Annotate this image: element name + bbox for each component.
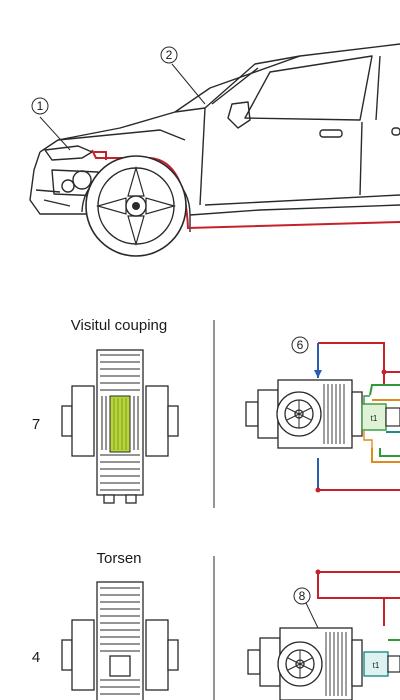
torsen-differential-drawing xyxy=(61,581,179,700)
callout-2-label: 2 xyxy=(166,48,173,62)
bottom-valve-label: t1 xyxy=(373,661,380,670)
car-side-view xyxy=(29,43,400,232)
callout-6-label: 6 xyxy=(297,338,304,352)
callout-8-label: 8 xyxy=(299,589,306,603)
top-side-number: 7 xyxy=(32,416,40,433)
front-wheel xyxy=(85,155,187,257)
viscous-coupling-drawing xyxy=(61,349,179,504)
top-panel-title: Visitul couping xyxy=(71,317,167,334)
callout-1-label: 1 xyxy=(37,99,44,113)
bottom-panel-title: Torsen xyxy=(96,550,141,567)
bottom-side-number: 4 xyxy=(32,649,40,666)
bottom-schematic: 8 t1 xyxy=(247,569,400,700)
callout-1: 1 xyxy=(31,97,71,151)
top-valve-label: t1 xyxy=(371,414,378,423)
top-schematic: 6 xyxy=(245,336,400,493)
callout-2: 2 xyxy=(160,46,206,105)
